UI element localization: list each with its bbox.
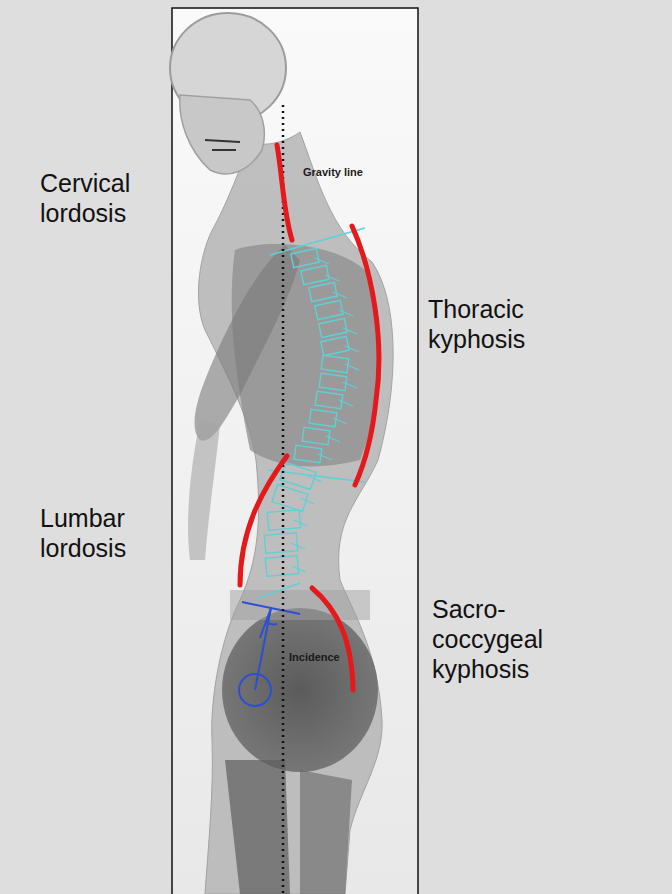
- spinous-process: [343, 382, 357, 388]
- cervical-curve: [277, 145, 292, 240]
- spinous-process: [300, 498, 314, 504]
- incidence-arc: [266, 622, 277, 624]
- forearm-shadow: [188, 420, 220, 560]
- sacral-curve: [312, 588, 353, 690]
- vertebra: [315, 300, 343, 319]
- lumbar-curve: [240, 456, 287, 585]
- spinous-process: [315, 258, 329, 264]
- region-label: Thoracic kyphosis: [428, 294, 568, 354]
- thoracic-curve: [352, 226, 379, 485]
- vertebra: [291, 248, 319, 267]
- angle-label: Incidence: [289, 651, 340, 664]
- spinous-process: [345, 346, 359, 352]
- spinous-process: [326, 436, 340, 442]
- leg-shadow: [225, 760, 290, 894]
- belt-shadow: [230, 590, 370, 620]
- vertebrae-overlay: [264, 248, 359, 576]
- region-label: Lumbar lordosis: [40, 503, 180, 563]
- vertebra: [272, 484, 308, 511]
- vertebra: [309, 409, 337, 426]
- curvature-curves: [240, 145, 379, 690]
- vertebra: [264, 533, 297, 554]
- endplate-line: [258, 583, 300, 598]
- vertebra: [319, 318, 347, 337]
- spinous-process: [333, 292, 347, 298]
- spinous-process: [325, 275, 339, 281]
- vertebra: [294, 445, 322, 462]
- spinous-process: [339, 310, 353, 316]
- jaw: [180, 95, 265, 174]
- xray-panel: [172, 8, 418, 894]
- hip-axis-line: [255, 608, 271, 690]
- endplate-lines: [258, 228, 365, 598]
- spinous-process: [345, 364, 359, 370]
- spinous-process: [318, 454, 332, 460]
- vertebra: [321, 355, 349, 372]
- body-silhouette: [170, 13, 393, 894]
- spinous-process: [294, 520, 308, 526]
- spinous-process: [343, 328, 357, 334]
- spinous-process: [339, 400, 353, 406]
- vertebra: [319, 373, 347, 390]
- spinous-process: [333, 418, 347, 424]
- vertebra: [309, 282, 337, 301]
- vertebra: [301, 265, 329, 284]
- region-label: Cervical lordosis: [40, 168, 180, 228]
- vertebra: [321, 336, 349, 355]
- leg-shadow: [300, 770, 352, 894]
- spinous-process: [292, 566, 306, 572]
- vertebra: [315, 391, 343, 408]
- vertebra: [302, 427, 330, 444]
- region-label: Sacro-coccygeal kyphosis: [432, 594, 557, 684]
- gravity-line: [282, 105, 285, 894]
- teeth: [205, 140, 240, 150]
- spinous-process: [291, 543, 305, 549]
- torso-shadow: [198, 132, 393, 894]
- line-label: Gravity line: [303, 166, 363, 179]
